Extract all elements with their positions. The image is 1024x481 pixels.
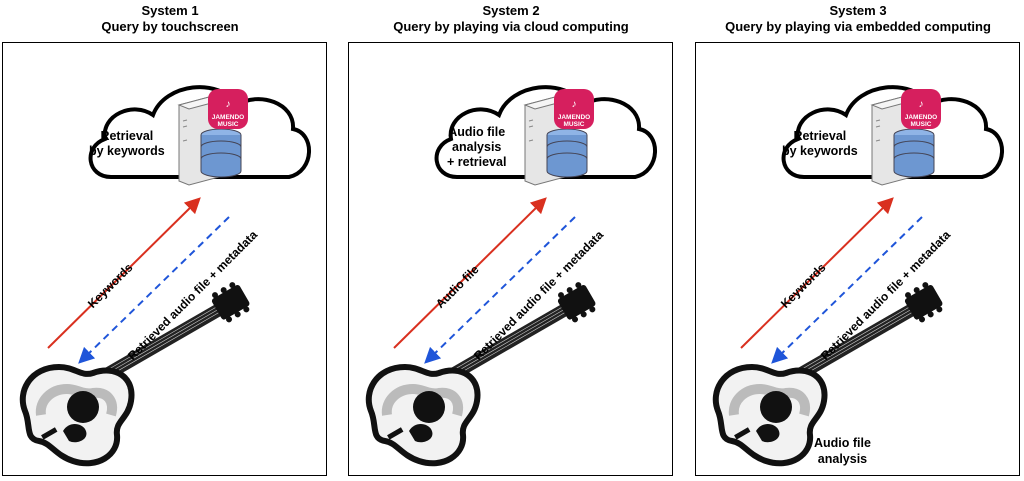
system-2-cloud-text: Audio file analysis + retrieval: [447, 125, 507, 169]
down-arrow: [78, 216, 230, 364]
down-arrow: [771, 216, 923, 364]
system-1-diagram: ♪ JAMENDO MUSIC: [3, 85, 311, 477]
system-1-panel: ♪ JAMENDO MUSIC Retrieval by keywords Ke…: [2, 42, 327, 476]
jamendo-logo-icon: ♪ JAMENDO MUSIC: [901, 89, 941, 129]
svg-text:MUSIC: MUSIC: [911, 121, 932, 128]
system-2-title: System 2 Query by playing via cloud comp…: [341, 3, 681, 35]
svg-text:MUSIC: MUSIC: [218, 121, 239, 128]
svg-text:♪: ♪: [572, 99, 577, 110]
svg-text:♪: ♪: [226, 99, 231, 110]
up-arrow: [740, 197, 894, 349]
guitar-icon: [23, 280, 253, 464]
system-2-title-line2: Query by playing via cloud computing: [393, 19, 629, 34]
system-3-cloud-text: Retrieval by keywords: [782, 129, 858, 158]
system-3-title-line2: Query by playing via embedded computing: [725, 19, 991, 34]
system-3-title: System 3 Query by playing via embedded c…: [688, 3, 1024, 35]
system-1-cloud-text: Retrieval by keywords: [89, 129, 165, 158]
jamendo-logo-icon: ♪ JAMENDO MUSIC: [208, 89, 248, 129]
down-arrow: [424, 216, 576, 364]
svg-text:JAMENDO: JAMENDO: [212, 114, 245, 121]
system-2-title-line1: System 2: [482, 3, 540, 18]
svg-text:MUSIC: MUSIC: [564, 121, 585, 128]
system-2-panel: ♪ JAMENDO MUSIC Audio file analysis + re…: [348, 42, 673, 476]
system-1-title: System 1 Query by touchscreen: [0, 3, 340, 35]
system-3-diagram: ♪ JAMENDO MUSIC: [696, 85, 1004, 477]
system-1-title-line1: System 1: [141, 3, 199, 18]
system-3-panel: ♪ JAMENDO MUSIC Retrieval by keywords Ke…: [695, 42, 1020, 476]
system-2-diagram: ♪ JAMENDO MUSIC: [349, 85, 657, 477]
system-3-embedded-analysis-note: Audio file analysis: [814, 436, 871, 466]
svg-text:JAMENDO: JAMENDO: [905, 114, 938, 121]
svg-text:♪: ♪: [919, 99, 924, 110]
up-arrow: [47, 197, 201, 349]
svg-text:JAMENDO: JAMENDO: [558, 114, 591, 121]
up-arrow: [393, 197, 547, 349]
system-1-title-line2: Query by touchscreen: [101, 19, 239, 34]
guitar-icon: [369, 280, 599, 464]
jamendo-logo-icon: ♪ JAMENDO MUSIC: [554, 89, 594, 129]
system-3-title-line1: System 3: [829, 3, 887, 18]
